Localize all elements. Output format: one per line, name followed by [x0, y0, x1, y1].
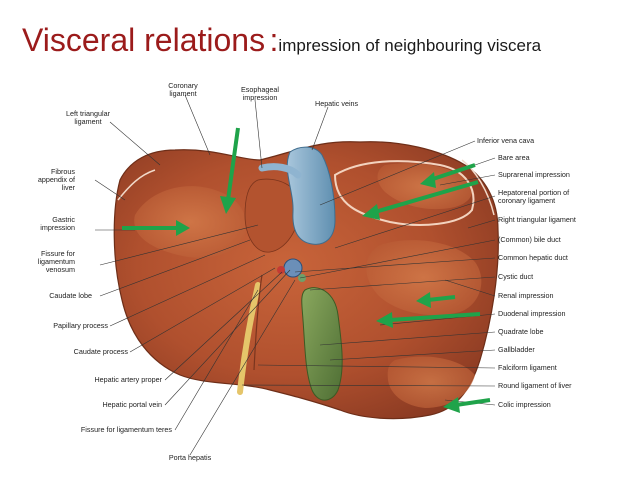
- label-duodenal-impression: Duodenal impression: [498, 309, 566, 318]
- labels-right: Inferior vena cava Bare area Suprarenal …: [477, 136, 576, 409]
- label-portal-vein: Hepatic portal vein: [102, 400, 162, 409]
- label-bile-duct: (Common) bile duct: [498, 235, 561, 244]
- label-colic-impression: Colic impression: [498, 400, 551, 409]
- portal-vein-cut: [283, 258, 303, 278]
- falciform-fissure: [253, 274, 263, 371]
- label-caudate-process: Caudate process: [74, 347, 129, 356]
- label-porta-hepatis: Porta hepatis: [169, 453, 212, 462]
- label-gallbladder: Gallbladder: [498, 345, 535, 354]
- label-cystic-duct: Cystic duct: [498, 272, 533, 281]
- label-quadrate-lobe: Quadrate lobe: [498, 327, 544, 336]
- gastric-impression-area: [134, 186, 247, 258]
- gallbladder-shape: [301, 287, 343, 401]
- hepatic-artery-cut: [277, 266, 285, 274]
- label-round-ligament: Round ligament of liver: [498, 381, 572, 390]
- left-triangular-ligament: [117, 169, 156, 201]
- leader-lines-left: [94, 94, 329, 456]
- label-inferior-vena-cava: Inferior vena cava: [477, 136, 534, 145]
- title-main: Visceral relations: [22, 22, 266, 58]
- title-subtitle: impression of neighbouring viscera: [278, 36, 542, 55]
- label-papillary-process: Papillary process: [53, 321, 108, 330]
- label-bare-area: Bare area: [498, 153, 530, 162]
- hepatic-vein-branch: [258, 163, 302, 179]
- right-triangular-ligament: [461, 159, 495, 216]
- label-falciform-ligament: Falciform ligament: [498, 363, 557, 372]
- label-hepatic-veins: Hepatic veins: [315, 99, 359, 108]
- slide-title: Visceral relations :impression of neighb…: [22, 22, 541, 59]
- label-fissure-teres: Fissure for ligamentum teres: [81, 425, 172, 434]
- bile-duct-cut: [298, 274, 306, 282]
- label-right-triangular-ligament: Right triangular ligament: [498, 215, 576, 224]
- colic-impression-area: [387, 356, 475, 408]
- leader-lines-right: [241, 140, 496, 406]
- label-suprarenal-impression: Suprarenal impression: [498, 170, 570, 179]
- label-caudate-lobe: Caudate lobe: [49, 291, 92, 300]
- title-separator: :: [269, 22, 279, 58]
- green-arrows: [122, 127, 491, 413]
- label-hepatic-artery: Hepatic artery proper: [94, 375, 162, 384]
- label-common-hepatic-duct: Common hepatic duct: [498, 253, 568, 262]
- label-renal-impression: Renal impression: [498, 291, 554, 300]
